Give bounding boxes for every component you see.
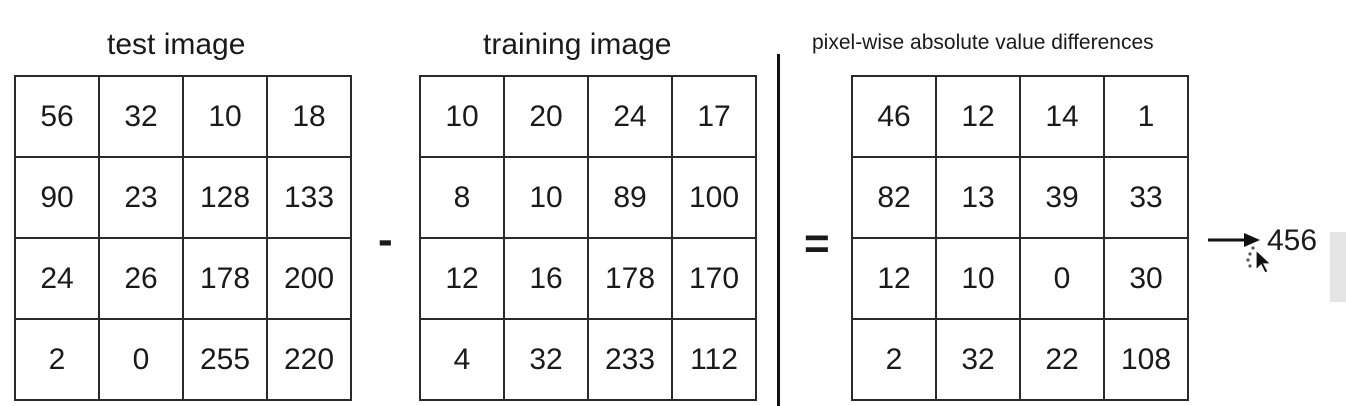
- grid-cell: 233: [589, 320, 673, 401]
- grid-cell: 170: [673, 239, 757, 320]
- grid-cell: 32: [505, 320, 589, 401]
- grid-cell: 90: [16, 158, 100, 239]
- grid-cell: 2: [853, 320, 937, 401]
- grid-cell: 23: [100, 158, 184, 239]
- grid-cell: 0: [1021, 239, 1105, 320]
- grid-cell: 10: [184, 77, 268, 158]
- difference-title: pixel-wise absolute value differences: [812, 31, 1154, 54]
- training-image-title: training image: [483, 28, 672, 61]
- grid-cell: 112: [673, 320, 757, 401]
- grid-cell: 10: [505, 158, 589, 239]
- grid-cell: 178: [589, 239, 673, 320]
- grid-cell: 17: [673, 77, 757, 158]
- grid-cell: 20: [505, 77, 589, 158]
- grid-cell: 30: [1105, 239, 1189, 320]
- grid-cell: 12: [421, 239, 505, 320]
- grid-cell: 26: [100, 239, 184, 320]
- grid-cell: 82: [853, 158, 937, 239]
- grid-cell: 4: [421, 320, 505, 401]
- grid-cell: 39: [1021, 158, 1105, 239]
- grid-cell: 13: [937, 158, 1021, 239]
- grid-cell: 200: [268, 239, 352, 320]
- grid-cell: 220: [268, 320, 352, 401]
- minus-operator: -: [378, 215, 393, 264]
- grid-cell: 10: [421, 77, 505, 158]
- grid-cell: 2: [16, 320, 100, 401]
- grid-cell: 0: [100, 320, 184, 401]
- grid-cell: 24: [589, 77, 673, 158]
- grid-cell: 89: [589, 158, 673, 239]
- grid-cell: 1: [1105, 77, 1189, 158]
- grid-cell: 128: [184, 158, 268, 239]
- grid-cell: 255: [184, 320, 268, 401]
- grid-cell: 14: [1021, 77, 1105, 158]
- grid-cell: 12: [853, 239, 937, 320]
- grid-cell: 8: [421, 158, 505, 239]
- grid-cell: 12: [937, 77, 1021, 158]
- grid-cell: 22: [1021, 320, 1105, 401]
- equals-operator: =: [804, 219, 830, 268]
- grid-cell: 18: [268, 77, 352, 158]
- grid-cell: 108: [1105, 320, 1189, 401]
- grid-cell: 24: [16, 239, 100, 320]
- vertical-divider: [777, 54, 780, 406]
- edge-scroll-bar[interactable]: [1330, 232, 1346, 302]
- grid-cell: 33: [1105, 158, 1189, 239]
- grid-cell: 46: [853, 77, 937, 158]
- grid-cell: 16: [505, 239, 589, 320]
- grid-cell: 133: [268, 158, 352, 239]
- grid-cell: 100: [673, 158, 757, 239]
- grid-cell: 10: [937, 239, 1021, 320]
- test-image-title: test image: [107, 28, 246, 61]
- arrow-right-icon: [1208, 233, 1260, 247]
- grid-cell: 178: [184, 239, 268, 320]
- grid-cell: 32: [937, 320, 1021, 401]
- move-cursor-icon: [1246, 246, 1273, 274]
- sum-result: 456: [1267, 224, 1318, 257]
- grid-cell: 56: [16, 77, 100, 158]
- grid-cell: 32: [100, 77, 184, 158]
